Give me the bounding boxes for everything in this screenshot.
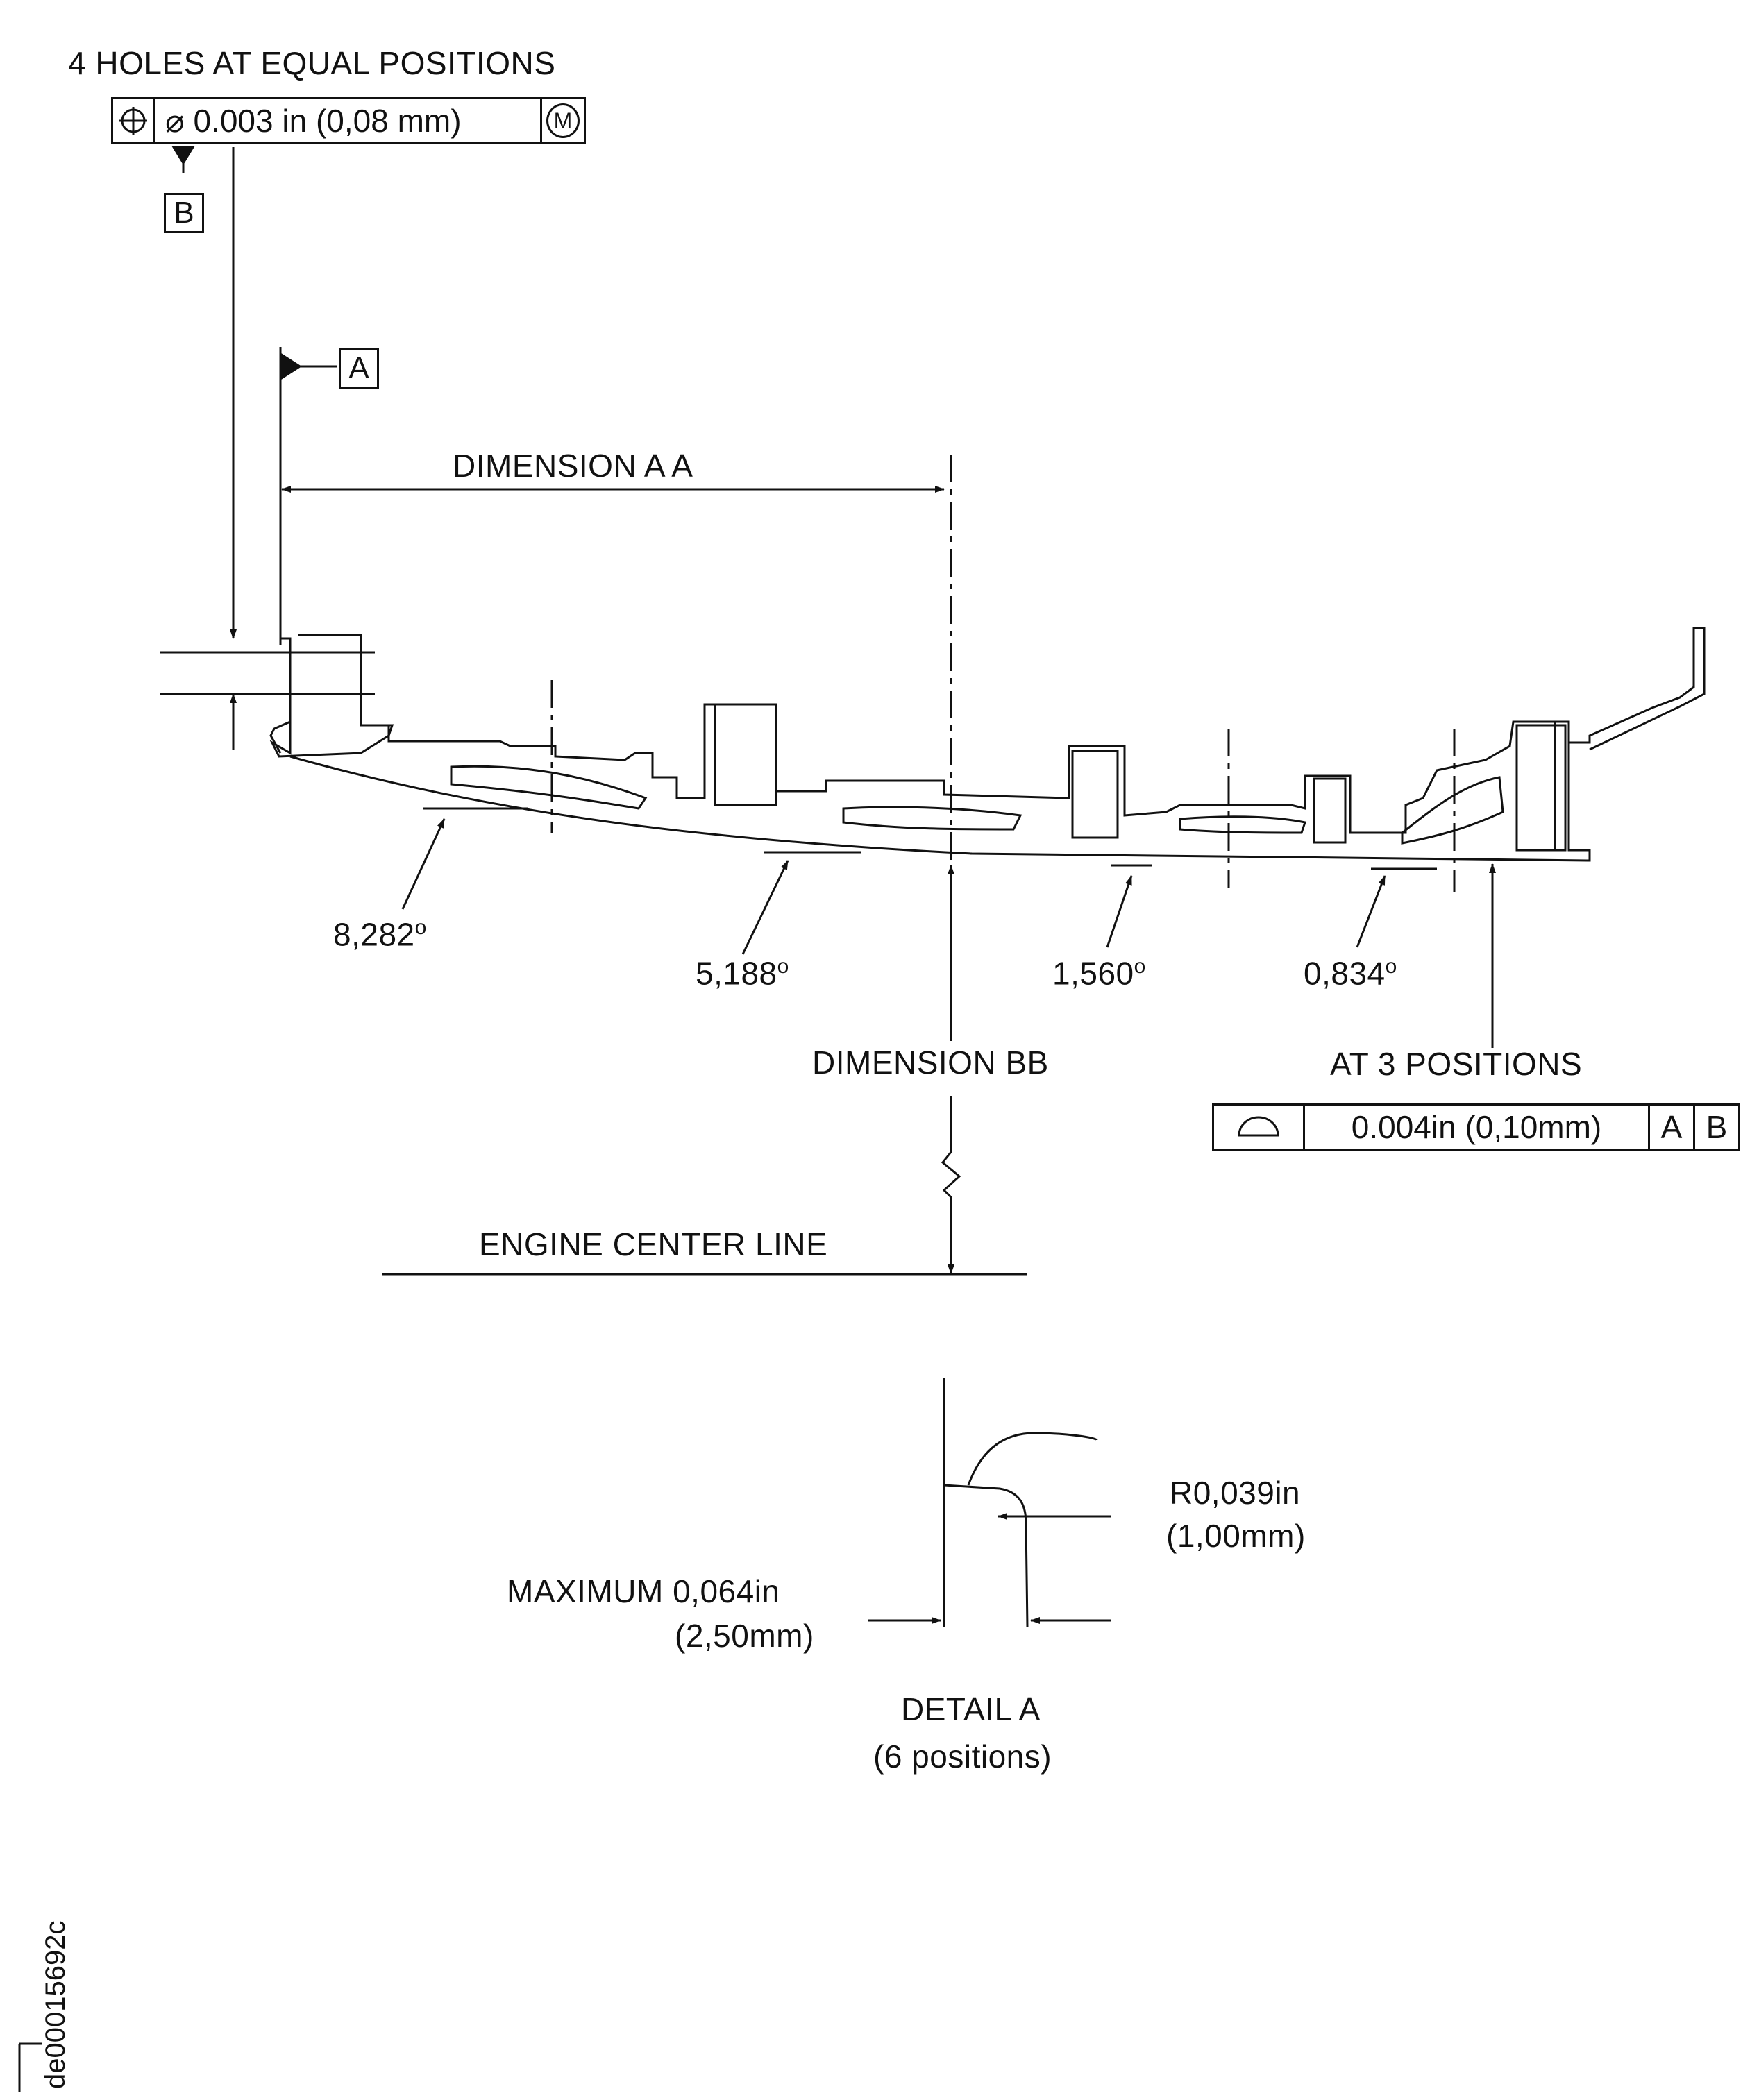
radius-label: R0,039in bbox=[1170, 1475, 1301, 1511]
profile-of-surface-icon bbox=[1214, 1106, 1305, 1149]
maximum-label: MAXIMUM 0,064in bbox=[507, 1573, 780, 1609]
profile-tolerance-value: 0.004in (0,10mm) bbox=[1305, 1106, 1650, 1149]
radius-mm-label: (1,00mm) bbox=[1166, 1518, 1306, 1554]
profile-datum-a: A bbox=[1650, 1106, 1695, 1149]
position-tolerance-value: ⌀ 0.003 in (0,08 mm) bbox=[155, 99, 542, 142]
detail-subtitle: (6 positions) bbox=[873, 1738, 1052, 1775]
angle-label-1: 8,282o bbox=[333, 916, 427, 953]
maximum-mm-label: (2,50mm) bbox=[675, 1618, 814, 1654]
datum-a-box: A bbox=[339, 348, 379, 389]
dimension-aa-label: DIMENSION A A bbox=[453, 448, 693, 484]
dimension-bb-label: DIMENSION BB bbox=[812, 1044, 1049, 1081]
holes-note: 4 HOLES AT EQUAL POSITIONS bbox=[68, 45, 556, 81]
positions-note: AT 3 POSITIONS bbox=[1330, 1046, 1583, 1082]
detail-title: DETAIL A bbox=[901, 1691, 1041, 1727]
profile-tolerance-frame: 0.004in (0,10mm) A B bbox=[1212, 1103, 1740, 1151]
mmc-modifier: M bbox=[542, 99, 584, 142]
angle-label-2: 5,188o bbox=[696, 955, 789, 992]
engine-center-line-label: ENGINE CENTER LINE bbox=[479, 1226, 828, 1262]
position-tolerance-frame: ⌀ 0.003 in (0,08 mm) M bbox=[111, 97, 586, 144]
profile-datum-b: B bbox=[1706, 1109, 1728, 1145]
angle-label-3: 1,560o bbox=[1052, 955, 1146, 992]
datum-b-box: B bbox=[164, 193, 204, 233]
angle-label-4: 0,834o bbox=[1304, 955, 1397, 992]
figure-id: de00015692c bbox=[40, 1920, 71, 2089]
position-symbol-icon bbox=[113, 99, 155, 142]
